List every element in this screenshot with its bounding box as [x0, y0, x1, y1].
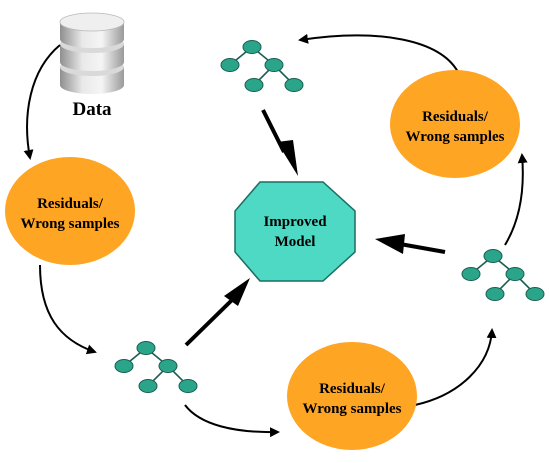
decision-tree-icon-right	[461, 248, 545, 302]
stage1-line2: Wrong samples	[20, 216, 119, 232]
arrow-stage1-to-tree1	[39, 264, 97, 355]
decision-tree-icon-top	[220, 39, 304, 93]
arrow-stage3-to-tree3	[298, 33, 459, 73]
arrow-tree3-to-model	[261, 109, 298, 176]
stage-ellipse-3: Residuals/ Wrong samples	[390, 70, 520, 178]
arrow-stage2-to-tree2	[414, 328, 497, 406]
database-icon	[59, 12, 125, 94]
stage2-line2: Wrong samples	[302, 401, 401, 417]
model-line1: Improved	[263, 214, 327, 230]
arrow-tree1-to-model	[184, 278, 250, 347]
stage-ellipse-2: Residuals/ Wrong samples	[287, 342, 417, 450]
model-line2: Model	[275, 234, 316, 250]
arrow-tree2-to-stage3	[504, 153, 528, 246]
stage1-line1: Residuals/	[37, 196, 104, 212]
arrow-data-to-stage1	[23, 44, 61, 160]
stage3-line1: Residuals/	[422, 109, 489, 125]
arrow-tree2-to-model	[375, 234, 446, 254]
stage3-line2: Wrong samples	[405, 129, 504, 145]
stage-ellipse-1: Residuals/ Wrong samples	[5, 157, 135, 265]
data-label: Data	[72, 99, 112, 120]
improved-model-node: Improved Model	[234, 181, 356, 282]
arrow-tree1-to-stage2	[184, 404, 280, 438]
stage2-line1: Residuals/	[319, 381, 386, 397]
decision-tree-icon-bottom-left	[114, 340, 198, 394]
